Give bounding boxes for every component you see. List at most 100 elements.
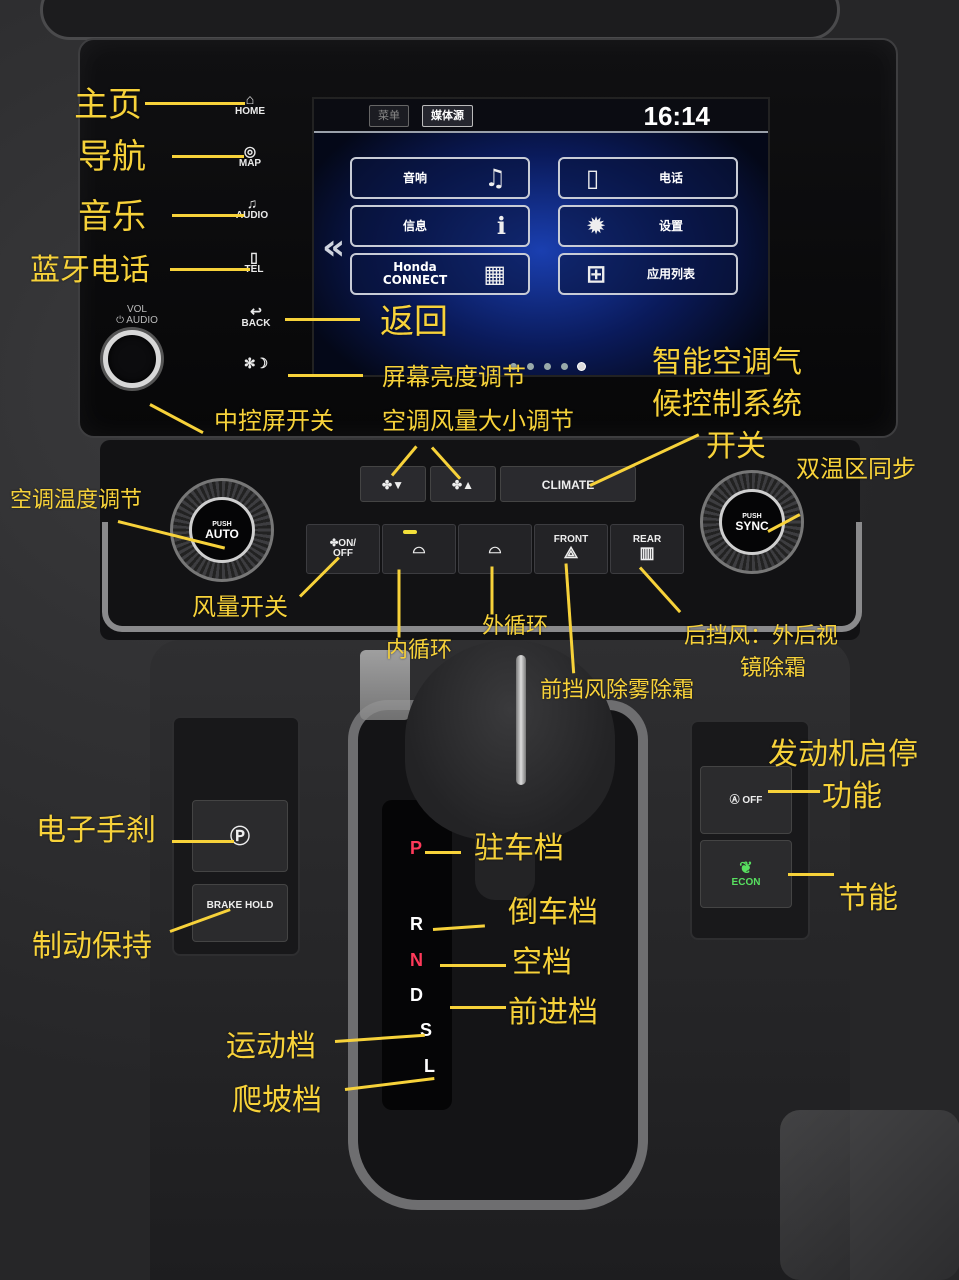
leader-line <box>170 268 250 271</box>
annotation-electronic-brake: 电子手刹 <box>36 813 156 848</box>
windshield-defrost-icon: ⟁ <box>563 544 579 562</box>
tab-menu[interactable]: 菜单 <box>369 105 409 127</box>
shift-release-button[interactable] <box>360 650 410 720</box>
home-icon: ⌂ <box>245 91 255 107</box>
leader-line <box>450 1006 506 1009</box>
annotation-front-defrost: 前挡风除雾除霜 <box>540 678 695 703</box>
front-defrost-button[interactable]: FRONT ⟁ <box>534 524 608 574</box>
annotation-climate-2: 候控制系统 <box>652 387 802 422</box>
annotation-navigation: 导航 <box>78 137 146 177</box>
leader-line <box>285 318 360 321</box>
gear-icon: ✹ <box>586 212 607 240</box>
music-note-icon: ♫ <box>484 164 506 192</box>
annotation-auto-stop-2: 功能 <box>822 779 882 814</box>
rear-defrost-button[interactable]: REAR ▥ <box>610 524 684 574</box>
page-dot[interactable] <box>561 363 568 370</box>
page-dot-active[interactable] <box>578 363 585 370</box>
left-temp-knob[interactable]: PUSH AUTO <box>170 478 274 582</box>
annotation-sync: 双温区同步 <box>796 455 916 483</box>
annotation-auto-stop-1: 发动机启停 <box>768 737 918 772</box>
recirculation-button[interactable]: ⌓ <box>382 524 456 574</box>
page-indicator[interactable] <box>510 363 585 370</box>
annotation-neutral: 空档 <box>512 945 572 980</box>
gear-n: N <box>410 950 423 970</box>
sun-moon-icon: ✻☽ <box>243 355 269 371</box>
gear-shift-lever[interactable] <box>405 640 615 840</box>
auto-stop-icon: Ⓐ OFF <box>729 794 763 806</box>
audio-button[interactable]: ♫ AUDIO <box>228 196 276 221</box>
map-button[interactable]: ◎ MAP <box>226 144 274 169</box>
clock: 16:14 <box>643 101 711 131</box>
gear-p: P <box>410 838 423 858</box>
brightness-button[interactable]: ✻☽ <box>232 356 280 371</box>
annotation-rear-defrost-1: 后挡风：外后视 <box>684 624 839 649</box>
fresh-air-button[interactable]: ⌓ <box>458 524 532 574</box>
gear-d: D <box>410 985 423 1005</box>
annotation-reverse: 倒车档 <box>508 895 598 930</box>
volume-power-knob[interactable] <box>103 330 161 388</box>
car-recirc-icon: ⌓ <box>412 539 426 557</box>
leader-line <box>425 851 461 854</box>
air-vent <box>40 0 840 40</box>
fan-onoff-button[interactable]: ✤ON/ OFF <box>306 524 380 574</box>
leader-line <box>768 790 820 793</box>
connect-icon: ▦ <box>483 260 506 288</box>
leader-line <box>145 102 245 105</box>
annotation-sport: 运动档 <box>226 1029 316 1064</box>
tile-app-list[interactable]: ⊞ 应用列表 <box>558 253 738 295</box>
annotation-fan-speed: 空调风量大小调节 <box>382 407 574 435</box>
fan-down-button[interactable]: ✤▼ <box>360 466 426 502</box>
rear-defrost-icon: ▥ <box>639 544 655 562</box>
leaf-icon: ❦ <box>739 859 753 877</box>
grid-icon: ⊞ <box>586 260 607 288</box>
tile-info[interactable]: 信息 ℹ <box>350 205 530 247</box>
page-dot[interactable] <box>544 363 551 370</box>
leader-line <box>440 964 506 967</box>
annotation-climate-3: 开关 <box>706 429 766 464</box>
annotation-rear-defrost-2: 镜除霜 <box>740 656 807 681</box>
gear-l: L <box>424 1056 435 1076</box>
protective-plastic-film <box>780 1110 959 1280</box>
car-fresh-air-icon: ⌓ <box>488 539 502 557</box>
phone-icon: ▯ <box>586 164 600 192</box>
electronic-parking-brake-button[interactable]: Ⓟ <box>192 800 288 872</box>
home-button[interactable]: ⌂ HOME <box>226 92 274 117</box>
shift-knob-chrome-strip <box>516 655 526 785</box>
annotation-temperature: 空调温度调节 <box>10 488 143 513</box>
annotation-music: 音乐 <box>78 197 146 237</box>
annotation-climate-1: 智能空调气 <box>652 345 802 380</box>
back-button[interactable]: ↩ BACK <box>232 304 280 329</box>
econ-button[interactable]: ❦ ECON <box>700 840 792 908</box>
annotation-econ: 节能 <box>838 881 898 916</box>
tile-honda-connect[interactable]: Honda CONNECT ▦ <box>350 253 530 295</box>
leader-line <box>288 374 363 377</box>
annotation-fan-switch: 风量开关 <box>192 593 288 621</box>
leader-line <box>490 566 494 615</box>
tile-phone[interactable]: ▯ 电话 <box>558 157 738 199</box>
annotation-brake-hold: 制动保持 <box>32 929 152 964</box>
annotation-recirculation: 内循环 <box>386 638 453 663</box>
page-dot[interactable] <box>510 363 517 370</box>
auto-stop-off-button[interactable]: Ⓐ OFF <box>700 766 792 834</box>
back-chevron-icon[interactable]: « <box>322 227 346 268</box>
fan-up-button[interactable]: ✤▲ <box>430 466 496 502</box>
tile-audio[interactable]: 音响 ♫ <box>350 157 530 199</box>
silver-trim <box>102 522 862 632</box>
gear-r: R <box>410 914 423 934</box>
tab-media-source[interactable]: 媒体源 <box>422 105 473 127</box>
brake-hold-button[interactable]: BRAKE HOLD <box>192 884 288 942</box>
map-icon: ◎ <box>243 143 257 159</box>
leader-line <box>397 569 401 638</box>
parking-brake-icon: Ⓟ <box>230 826 250 848</box>
annotation-bluetooth-phone: 蓝牙电话 <box>30 253 150 288</box>
tel-button[interactable]: ▯ TEL <box>230 250 278 275</box>
annotation-back: 返回 <box>380 302 448 342</box>
page-dot[interactable] <box>527 363 534 370</box>
leader-line <box>788 873 834 876</box>
leader-line <box>172 840 234 843</box>
back-arrow-icon: ↩ <box>250 303 262 319</box>
leader-line <box>172 155 244 158</box>
leader-line <box>172 214 244 217</box>
tile-settings[interactable]: ✹ 设置 <box>558 205 738 247</box>
screen-status-bar: 菜单 媒体源 16:14 <box>314 99 768 133</box>
